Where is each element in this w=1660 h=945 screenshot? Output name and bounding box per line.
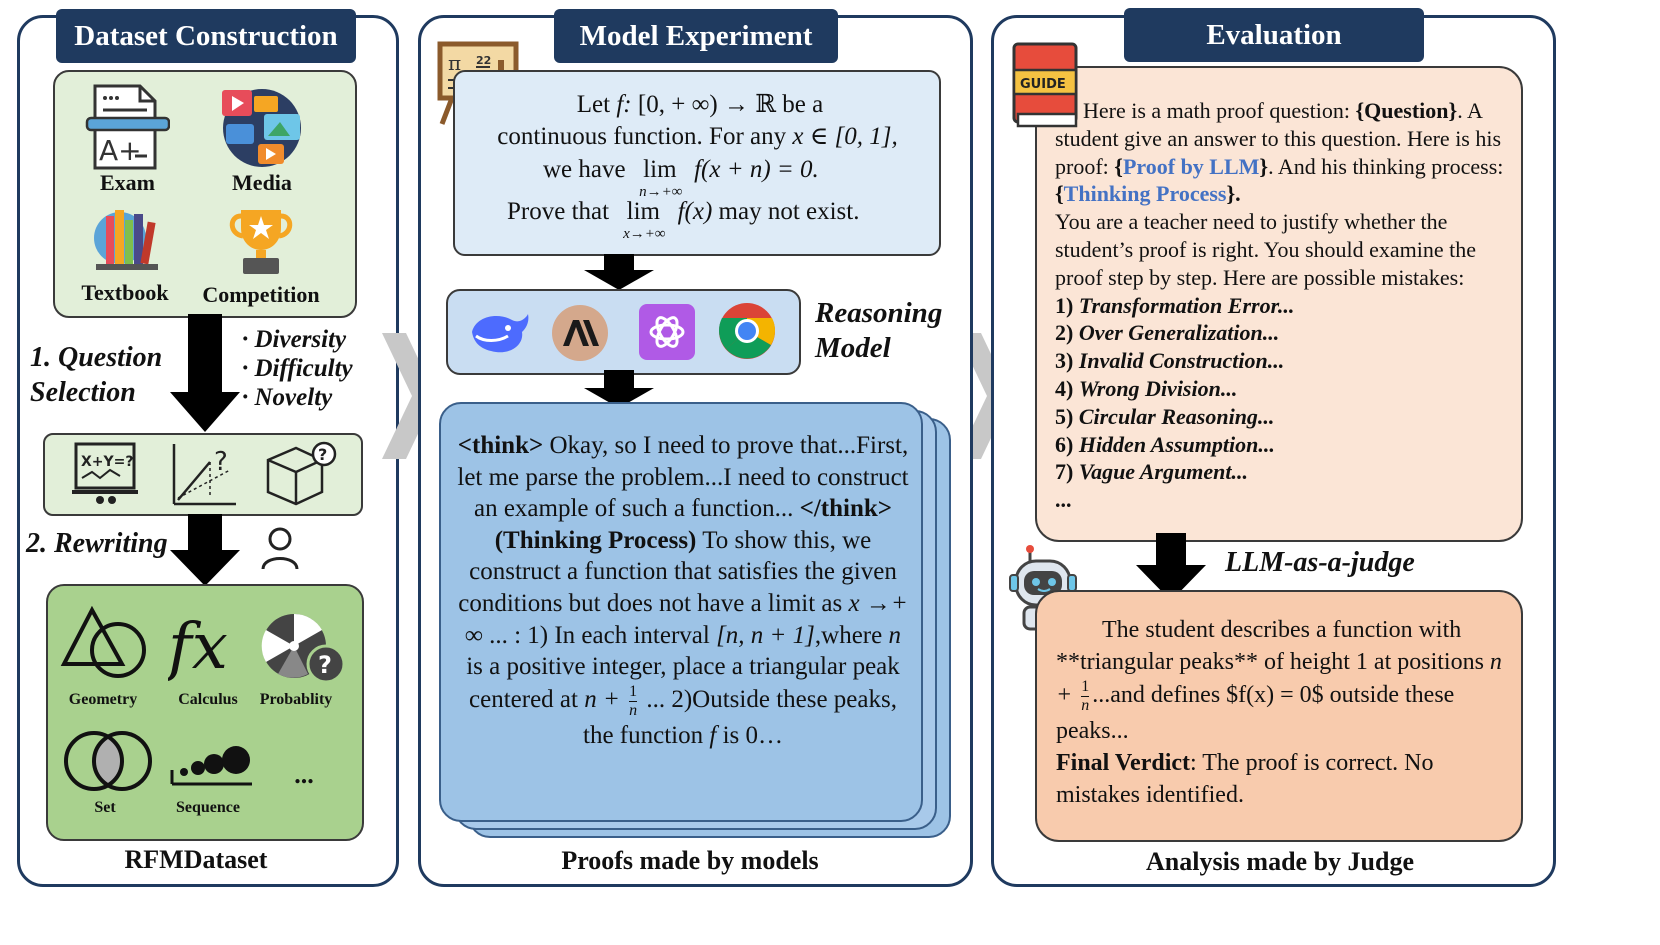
source-label-textbook: Textbook — [81, 280, 169, 305]
step-rewriting: 2. Rewriting — [26, 528, 168, 559]
question-line-1: Let f: [0, + ∞) → ℝ be a — [576, 91, 824, 118]
mistake-item: 1) Transformation Error... — [1055, 292, 1295, 318]
reasoning-model-label: Reasoning Model — [815, 297, 943, 364]
proofs-made-label: Proofs made by models — [561, 846, 819, 875]
down-arrow-3 — [584, 254, 654, 290]
question-line-2: continuous function. For any x ∈ [0, 1], — [497, 123, 898, 150]
category-label-sequence: Sequence — [176, 799, 240, 816]
rfm-dataset-label: RFMDataset — [124, 845, 268, 874]
graph-question-icon: ? — [172, 444, 236, 506]
guide-label: GUIDE — [1020, 77, 1066, 92]
criterion-novelty: · Novelty — [242, 384, 333, 411]
svg-text:π: π — [448, 51, 461, 75]
svg-text:?: ? — [214, 447, 228, 477]
prompt-text: Here is a math proof question: {Question… — [1055, 97, 1511, 514]
down-arrow-2 — [170, 514, 240, 586]
category-ellipsis: ... — [294, 760, 314, 789]
deepseek-icon — [472, 314, 529, 353]
geometry-icon — [60, 606, 146, 678]
verdict-box — [1035, 590, 1523, 842]
prompt-instructions: You are a teacher need to justify whethe… — [1055, 209, 1477, 290]
exam-icon: A+ — [85, 84, 170, 170]
category-label-geometry: Geometry — [68, 691, 138, 708]
set-icon — [64, 731, 152, 791]
dataset-construction-title: Dataset Construction — [56, 9, 356, 63]
verdict-text: The student describes a function with **… — [1056, 617, 1502, 808]
mistake-item: 7) Vague Argument... — [1055, 459, 1248, 485]
person-icon — [261, 527, 299, 570]
media-icon — [222, 89, 301, 167]
svg-text:?: ? — [318, 651, 332, 679]
svg-text:?: ? — [318, 445, 327, 464]
sequence-icon — [170, 746, 252, 786]
analysis-made-label: Analysis made by Judge — [1146, 847, 1414, 876]
proof-text: <think> Okay, so I need to prove that...… — [457, 432, 909, 749]
down-arrow-1 — [170, 314, 240, 432]
category-label-calculus: Calculus — [178, 691, 238, 708]
mistake-list: 1) Transformation Error... 2) Over Gener… — [1055, 292, 1511, 514]
svg-text:fx: fx — [168, 610, 228, 684]
proof-box — [439, 402, 923, 822]
calculus-icon: fx — [168, 610, 228, 684]
anthropic-icon — [552, 305, 608, 361]
cube-question-icon: ? — [266, 441, 337, 506]
criterion-difficulty: · Difficulty — [242, 355, 353, 382]
blackboard-icon: X+Y=? — [72, 442, 138, 504]
chrome-icon — [719, 303, 775, 359]
source-label-exam: Exam — [100, 170, 155, 195]
down-arrow-4 — [584, 370, 654, 408]
down-arrow-5 — [1136, 533, 1206, 601]
mistake-item: 5) Circular Reasoning... — [1055, 403, 1275, 429]
probability-icon: ? — [261, 613, 346, 684]
svg-text:22: 22 — [476, 54, 491, 67]
svg-text:X+Y=?: X+Y=? — [81, 454, 134, 470]
mistake-item: 6) Hidden Assumption... — [1055, 431, 1275, 457]
criterion-diversity: · Diversity — [242, 326, 347, 353]
mistake-item: 4) Wrong Division... — [1055, 375, 1238, 401]
mistake-item: 2) Over Generalization... — [1055, 320, 1280, 346]
guide-book-icon: GUIDE — [1012, 42, 1078, 128]
svg-text:A+: A+ — [99, 134, 142, 167]
trophy-icon — [229, 210, 293, 274]
category-label-probability: Probablity — [259, 691, 333, 708]
model-experiment-title: Model Experiment — [554, 9, 838, 63]
openai-icon — [639, 304, 695, 360]
prompt-box — [1035, 66, 1523, 542]
question-line-3: we have lim n→+∞ f(x + n) = 0. — [543, 156, 819, 200]
step-question-selection: 1. Question Selection — [30, 342, 163, 408]
source-label-media: Media — [232, 170, 292, 195]
mistake-more: ... — [1055, 487, 1072, 513]
llm-as-a-judge-label: LLM-as-a-judge — [1225, 547, 1415, 578]
source-label-competition: Competition — [202, 282, 320, 307]
textbook-icon — [94, 210, 158, 270]
question-line-4: Prove that lim x→+∞ f(x) may not exist. — [507, 198, 860, 242]
evaluation-title: Evaluation — [1124, 8, 1424, 62]
question-box — [453, 70, 941, 256]
mistake-item: 3) Invalid Construction... — [1055, 348, 1285, 374]
category-label-set: Set — [94, 799, 116, 816]
